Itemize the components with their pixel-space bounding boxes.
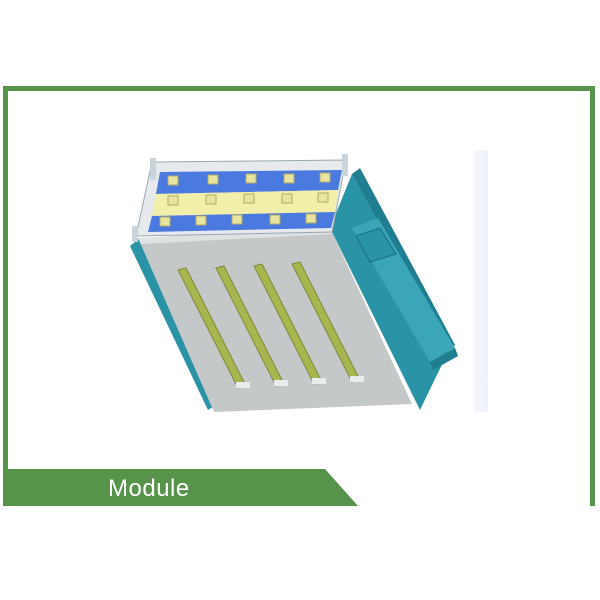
- terminal: [207, 174, 219, 185]
- terminal: [245, 173, 257, 184]
- corner-post-right: [342, 154, 348, 176]
- background-fade-strip: [474, 150, 488, 412]
- corner-post-left: [150, 158, 156, 180]
- caption-label: Module: [108, 475, 190, 502]
- slot-2-end: [274, 380, 288, 386]
- terminal: [243, 193, 255, 204]
- module-bracket-edge: [430, 348, 458, 370]
- terminal: [205, 194, 217, 205]
- terminal: [283, 173, 295, 184]
- slot-1-end: [236, 382, 250, 388]
- terminal: [167, 195, 179, 206]
- terminal: [167, 175, 179, 186]
- terminal: [159, 216, 171, 227]
- terminal: [317, 192, 329, 203]
- slot-3-end: [312, 378, 326, 384]
- terminal: [281, 193, 293, 204]
- terminal: [269, 214, 281, 225]
- cell-terminals: [159, 172, 331, 227]
- slot-4-end: [350, 376, 364, 382]
- module-slots: [177, 261, 364, 389]
- terminal: [231, 214, 243, 225]
- caption-banner: [3, 469, 363, 506]
- module-bracket-face: [355, 227, 397, 263]
- terminal: [305, 213, 317, 224]
- terminal: [195, 215, 207, 226]
- terminal: [319, 172, 331, 183]
- corner-post-left-bottom: [132, 226, 138, 242]
